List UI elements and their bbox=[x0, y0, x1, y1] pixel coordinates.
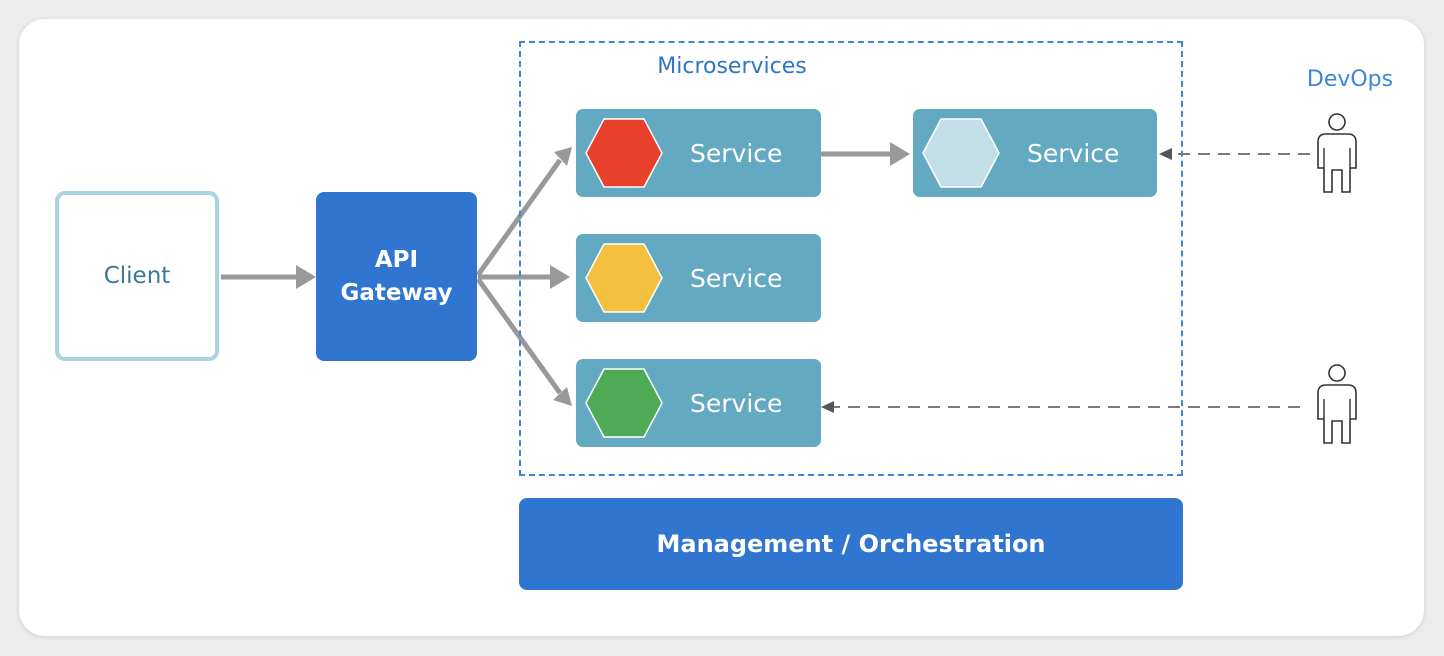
dashed-arrowhead-devops-bottom bbox=[821, 401, 834, 413]
service-label: Service bbox=[690, 388, 783, 418]
arrowhead-gateway-to-service-middle bbox=[550, 265, 570, 289]
arrowhead-service-to-service bbox=[890, 142, 910, 166]
microservices-title: Microservices bbox=[657, 54, 807, 79]
person-icon bbox=[1317, 364, 1357, 444]
arrowhead-gateway-to-service-bottom bbox=[553, 387, 572, 406]
microservices-container bbox=[519, 41, 1183, 476]
client-box: Client bbox=[55, 191, 219, 361]
person-icon bbox=[1317, 113, 1357, 193]
management-orchestration-bar: Management / Orchestration bbox=[519, 498, 1183, 590]
service-box-yellow: Service bbox=[576, 234, 821, 322]
service-box-light: Service bbox=[913, 109, 1157, 197]
dashed-arrowhead-devops-top bbox=[1159, 148, 1172, 160]
hexagon-icon bbox=[922, 118, 1000, 188]
service-label: Service bbox=[1027, 138, 1120, 168]
client-label: Client bbox=[103, 263, 171, 289]
hexagon-icon bbox=[585, 118, 663, 188]
api-gateway-box: API Gateway bbox=[316, 192, 477, 361]
devops-title: DevOps bbox=[1306, 67, 1394, 92]
hexagon-icon bbox=[585, 243, 663, 313]
service-label: Service bbox=[690, 263, 783, 293]
service-label: Service bbox=[690, 138, 783, 168]
arrowhead-gateway-to-service-top bbox=[554, 147, 572, 166]
management-label: Management / Orchestration bbox=[656, 530, 1046, 558]
hexagon-icon bbox=[585, 368, 663, 438]
gateway-label-line2: Gateway bbox=[340, 279, 453, 306]
service-box-red: Service bbox=[576, 109, 821, 197]
arrowhead-client-to-gateway bbox=[296, 265, 316, 289]
gateway-label-line1: API bbox=[374, 246, 419, 273]
service-box-green: Service bbox=[576, 359, 821, 447]
